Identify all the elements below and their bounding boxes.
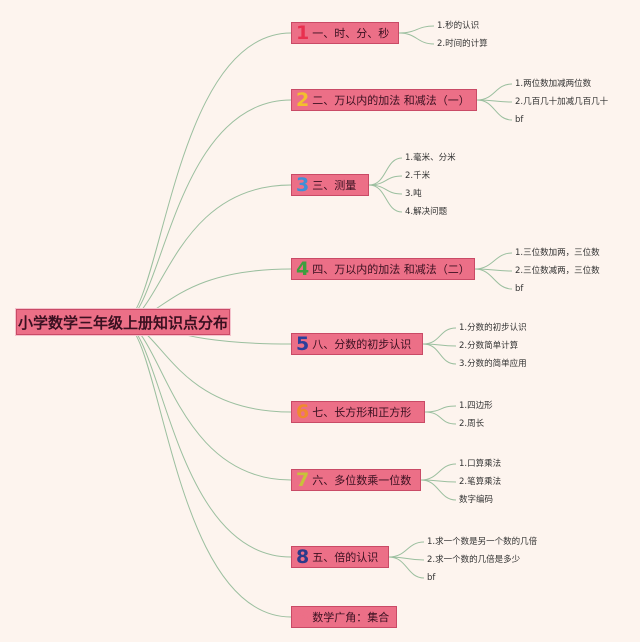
topic-number: 3 bbox=[296, 173, 310, 196]
topic-number: 2 bbox=[296, 88, 310, 111]
leaf-connector bbox=[474, 268, 513, 290]
root-title: 小学数学三年级上册知识点分布 bbox=[17, 313, 228, 332]
leaf-connector bbox=[476, 83, 513, 101]
topic-number: 7 bbox=[296, 468, 310, 491]
leaf-item: 2.周长 bbox=[459, 419, 485, 429]
leaf-connector bbox=[388, 541, 425, 558]
leaf-connector bbox=[368, 184, 403, 195]
leaf-item: 2.求一个数的几倍是多少 bbox=[427, 555, 521, 565]
topic-number: 6 bbox=[296, 400, 310, 423]
root-connector bbox=[121, 99, 292, 323]
leaf-item: 3.分数的简单应用 bbox=[459, 359, 527, 369]
topic-label: 一、时、分、秒 bbox=[312, 27, 390, 40]
leaf-item: 2.时间的计算 bbox=[437, 39, 488, 49]
topic-number: 8 bbox=[296, 545, 310, 568]
topic-label: 七、长方形和正方形 bbox=[312, 406, 412, 419]
leaf-connector bbox=[422, 343, 457, 365]
leaf-item: bf bbox=[427, 573, 436, 583]
root-connector bbox=[121, 321, 292, 413]
leaf-item: 3.吨 bbox=[405, 189, 422, 199]
leaf-item: 1.两位数加减两位数 bbox=[515, 79, 592, 89]
root-connector bbox=[121, 321, 292, 558]
topic-number: 5 bbox=[296, 332, 310, 355]
topic-label: 五、倍的认识 bbox=[312, 551, 379, 564]
leaf-item: 2.三位数减两，三位数 bbox=[515, 266, 600, 276]
leaf-item: 1.三位数加两，三位数 bbox=[515, 248, 600, 258]
topic-label: 六、多位数乘一位数 bbox=[312, 474, 412, 487]
root-topic: 小学数学三年级上册知识点分布 bbox=[16, 309, 230, 335]
leaf-connector bbox=[368, 157, 403, 186]
topic-label: 数学广角：集合 bbox=[312, 611, 390, 624]
leaf-connector bbox=[476, 99, 513, 121]
leaf-connector bbox=[398, 25, 435, 34]
root-connector bbox=[121, 321, 292, 481]
leaf-connector bbox=[424, 405, 457, 413]
leaf-item: 2.千米 bbox=[405, 171, 431, 181]
leaf-item: 1.秒的认识 bbox=[437, 21, 480, 31]
topic-number: 1 bbox=[296, 21, 310, 44]
topic-number: 4 bbox=[296, 257, 310, 280]
leaf-connector bbox=[420, 463, 457, 481]
leaf-connector bbox=[368, 184, 403, 213]
topic-label: 八、分数的初步认识 bbox=[312, 338, 412, 351]
leaf-connector bbox=[474, 252, 513, 270]
leaf-item: 1.求一个数是另一个数的几倍 bbox=[427, 537, 538, 547]
leaf-item: bf bbox=[515, 284, 524, 294]
leaf-connector bbox=[388, 556, 425, 579]
leaf-connector bbox=[424, 411, 457, 425]
leaf-item: 1.分数的初步认识 bbox=[459, 323, 527, 333]
topic-number: 9 bbox=[296, 605, 310, 628]
leaf-connector bbox=[398, 32, 435, 45]
leaf-item: 1.口算乘法 bbox=[459, 459, 502, 469]
topic-label: 二、万以内的加法 和减法（一） bbox=[312, 94, 470, 107]
leaf-item: 2.几百几十加减几百几十 bbox=[515, 97, 609, 107]
root-connector bbox=[121, 321, 292, 618]
leaf-item: 2.笔算乘法 bbox=[459, 477, 502, 487]
topic-label: 四、万以内的加法 和减法（二） bbox=[312, 263, 470, 276]
root-connector bbox=[121, 32, 292, 323]
leaf-item: 4.解决问题 bbox=[405, 207, 448, 217]
leaf-item: 2.分数简单计算 bbox=[459, 341, 519, 351]
leaf-connector bbox=[368, 175, 403, 186]
leaf-item: 数字编码 bbox=[459, 495, 494, 505]
leaf-item: 1.毫米、分米 bbox=[405, 153, 456, 163]
topic-label: 三、测量 bbox=[312, 179, 357, 192]
leaf-connector bbox=[422, 327, 457, 345]
leaf-connector bbox=[420, 479, 457, 501]
root-connector bbox=[121, 184, 292, 323]
leaf-item: 1.四边形 bbox=[459, 401, 493, 411]
leaf-item: bf bbox=[515, 115, 524, 125]
